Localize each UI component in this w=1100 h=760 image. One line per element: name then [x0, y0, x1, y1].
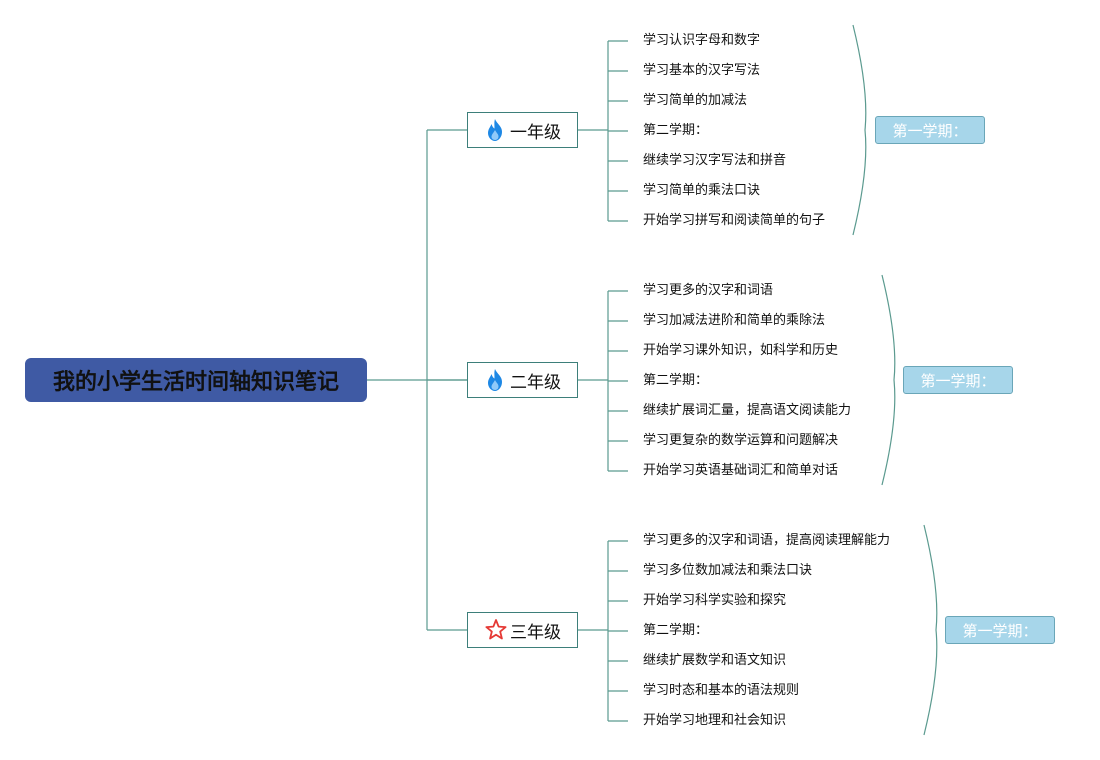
list-item: 学习认识字母和数字 — [643, 33, 761, 48]
list-item: 开始学习地理和社会知识 — [643, 713, 787, 728]
list-item: 学习更多的汉字和词语 — [643, 283, 774, 298]
fire-icon — [484, 118, 506, 142]
list-item: 第二学期： — [643, 623, 709, 638]
semester-summary-2[interactable]: 第一学期： — [903, 366, 1013, 394]
list-item: 学习多位数加减法和乘法口诀 — [643, 563, 813, 578]
list-item: 开始学习拼写和阅读简单的句子 — [643, 213, 826, 228]
semester-label: 第一学期： — [920, 371, 996, 390]
semester-label: 第一学期： — [962, 621, 1038, 640]
list-item: 学习简单的乘法口诀 — [643, 183, 761, 198]
list-item: 开始学习科学实验和探究 — [643, 593, 787, 608]
list-item: 第二学期： — [643, 123, 709, 138]
list-item: 学习基本的汉字写法 — [643, 63, 761, 78]
root-topic-label: 我的小学生活时间轴知识笔记 — [52, 370, 339, 395]
semester-summary-1[interactable]: 第一学期： — [875, 116, 985, 144]
list-item: 继续扩展词汇量，提高语文阅读能力 — [643, 403, 852, 418]
grade-label: 二年级 — [510, 372, 561, 393]
grade-node-1[interactable]: 一年级 — [467, 112, 578, 148]
list-item: 学习更复杂的数学运算和问题解决 — [643, 433, 839, 448]
star-icon — [484, 618, 507, 642]
semester-label: 第一学期： — [892, 121, 968, 140]
summary-bracket — [852, 24, 867, 236]
grade-node-2[interactable]: 二年级 — [467, 362, 578, 398]
list-item: 开始学习课外知识，如科学和历史 — [643, 343, 839, 358]
list-item: 开始学习英语基础词汇和简单对话 — [643, 463, 839, 478]
semester-summary-3[interactable]: 第一学期： — [945, 616, 1055, 644]
list-item: 第二学期： — [643, 373, 709, 388]
list-item: 学习时态和基本的语法规则 — [643, 683, 800, 698]
list-item: 学习加减法进阶和简单的乘除法 — [643, 313, 826, 328]
summary-bracket — [923, 524, 938, 736]
root-topic[interactable]: 我的小学生活时间轴知识笔记 — [25, 358, 367, 402]
list-item: 继续扩展数学和语文知识 — [643, 653, 787, 668]
grade-label: 一年级 — [510, 122, 561, 143]
summary-bracket — [881, 274, 896, 486]
list-item: 继续学习汉字写法和拼音 — [643, 153, 787, 168]
grade-label: 三年级 — [510, 622, 561, 643]
list-item: 学习更多的汉字和词语，提高阅读理解能力 — [643, 533, 891, 548]
grade-node-3[interactable]: 三年级 — [467, 612, 578, 648]
list-item: 学习简单的加减法 — [643, 93, 748, 108]
fire-icon — [484, 368, 506, 392]
